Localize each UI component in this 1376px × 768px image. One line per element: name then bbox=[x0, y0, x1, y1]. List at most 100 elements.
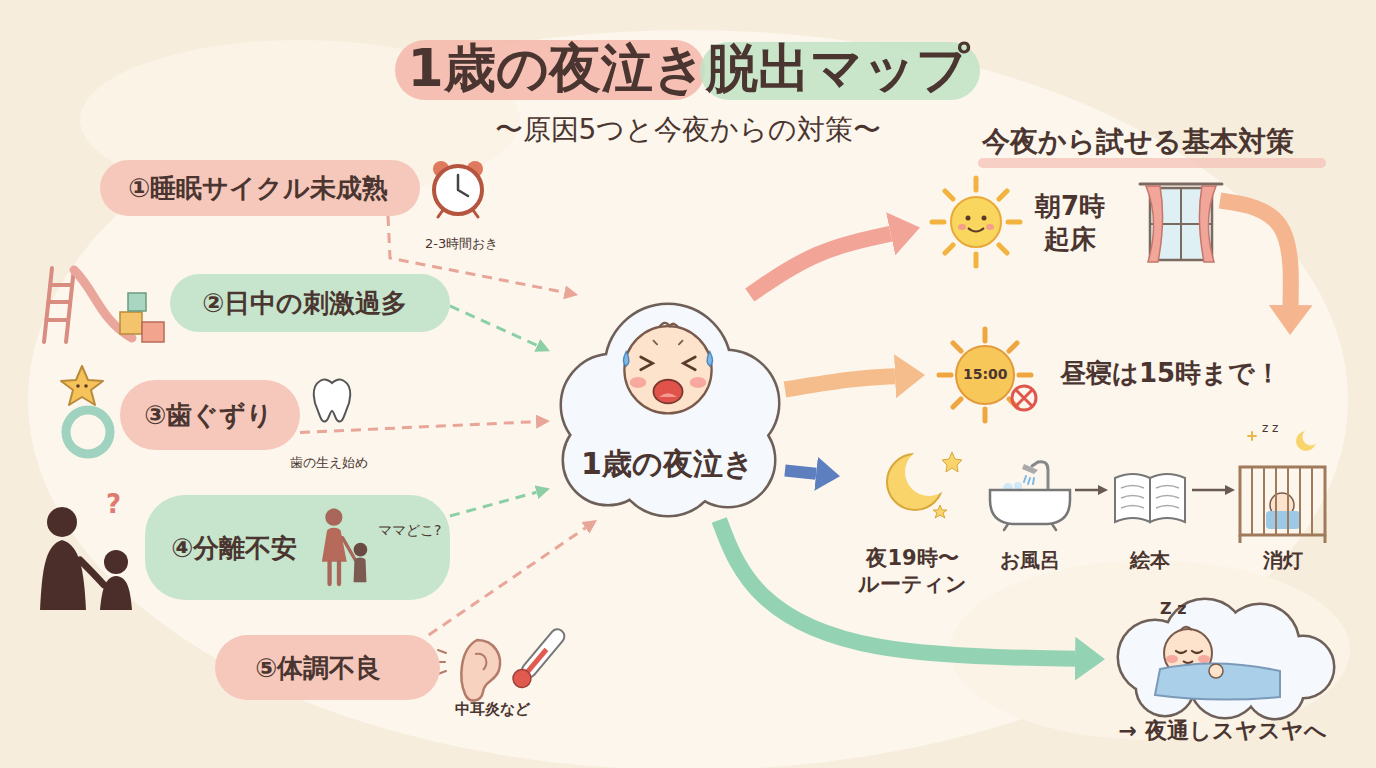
crib-icon bbox=[1240, 467, 1325, 535]
heading-underline bbox=[978, 158, 1326, 168]
playground-icon bbox=[44, 268, 74, 342]
tooth-icon bbox=[314, 380, 351, 422]
morning-sun-icon bbox=[958, 224, 966, 230]
morning-sun-icon bbox=[982, 216, 987, 221]
book-icon bbox=[1121, 486, 1179, 509]
node-figure bbox=[322, 509, 367, 584]
bath-icon bbox=[990, 462, 1070, 530]
action-arrow bbox=[785, 376, 895, 389]
node-text: 絵本 bbox=[1108, 548, 1192, 573]
alarm-clock-icon bbox=[458, 175, 468, 196]
node-text: ②日中の刺激過多 bbox=[202, 287, 407, 320]
silhouette-figure bbox=[47, 507, 77, 537]
flow-arrow bbox=[1220, 201, 1291, 306]
node-text: 朝7時 起床 bbox=[1028, 190, 1112, 255]
thermometer-icon bbox=[509, 666, 534, 691]
main-title: 1歳の夜泣き脱出マップ bbox=[0, 36, 1376, 101]
routine-item: お風呂 bbox=[985, 450, 1075, 578]
alarm-clock-icon bbox=[434, 166, 482, 214]
note: 中耳炎など bbox=[455, 700, 530, 719]
node-text: 1歳の夜泣き bbox=[550, 445, 785, 483]
playground-icon bbox=[44, 268, 164, 342]
small-moon bbox=[1303, 429, 1320, 446]
cause-arrow bbox=[429, 528, 586, 635]
node-figure bbox=[623, 323, 712, 414]
cause-arrow bbox=[450, 306, 537, 346]
goal-arrow bbox=[719, 520, 1075, 659]
book-icon bbox=[1150, 474, 1185, 522]
cause-pill: ②日中の刺激過多 bbox=[170, 274, 450, 332]
section-heading: 今夜から試せる基本対策 bbox=[982, 124, 1294, 159]
bath-icon bbox=[990, 490, 1070, 524]
morning-sun-icon bbox=[951, 197, 1001, 247]
playground-icon bbox=[120, 312, 142, 334]
routine-item: 絵本 bbox=[1108, 450, 1192, 578]
crib-icon bbox=[1240, 467, 1325, 543]
step-arrow bbox=[1192, 489, 1225, 492]
alarm-clock-icon bbox=[433, 161, 483, 217]
crib-icon bbox=[1266, 511, 1300, 529]
morning-sun-icon bbox=[932, 178, 1020, 266]
node-figure bbox=[1155, 627, 1280, 700]
morning-sun-icon bbox=[966, 216, 971, 221]
bath-icon bbox=[1032, 462, 1048, 490]
morning-step: 朝7時 起床 bbox=[920, 178, 1220, 268]
routine-item: 消灯 bbox=[1235, 435, 1330, 578]
morning-sun-icon bbox=[986, 224, 994, 230]
cause-pill: ⑤体調不良 bbox=[215, 635, 440, 700]
node-text: お風呂 bbox=[985, 548, 1075, 573]
moon-icon bbox=[887, 448, 962, 518]
node-text: → 夜通しスヤスヤへ bbox=[1105, 717, 1340, 745]
window-icon bbox=[1199, 186, 1216, 262]
sleep-mark: Z z bbox=[1160, 599, 1186, 619]
node-text: 15:00 bbox=[963, 366, 1007, 384]
no-symbol bbox=[1016, 390, 1032, 406]
cause-pill: ④分離不安 bbox=[145, 495, 450, 600]
bath-icon bbox=[1004, 524, 1056, 530]
cause-arrow bbox=[300, 422, 536, 433]
moon-icon bbox=[942, 452, 962, 472]
no-symbol bbox=[1012, 386, 1036, 410]
silhouette-figure bbox=[80, 560, 104, 585]
cause-pill: ③歯ぐずり bbox=[120, 380, 300, 450]
moon-icon bbox=[933, 505, 947, 518]
silhouette-figure bbox=[40, 540, 86, 610]
window-icon bbox=[1140, 183, 1222, 186]
node-text: 昼寝は15時まで！ bbox=[1060, 357, 1281, 390]
center-cloud: 1歳の夜泣き bbox=[550, 295, 785, 520]
small-moon bbox=[1248, 432, 1256, 440]
teether-icon bbox=[66, 410, 110, 454]
note: 歯の生え始め bbox=[290, 455, 368, 471]
node-text: 消灯 bbox=[1235, 548, 1330, 573]
ear-icon bbox=[461, 640, 500, 701]
ear-icon bbox=[475, 654, 486, 670]
small-moon bbox=[1248, 429, 1320, 452]
teether-icon bbox=[76, 384, 80, 388]
nap-sun-icon bbox=[956, 346, 1014, 404]
speech-note: ママどこ? bbox=[378, 522, 441, 540]
playground-icon bbox=[128, 293, 146, 311]
teether-icon bbox=[84, 384, 88, 388]
book-icon bbox=[1115, 474, 1185, 522]
node-text: ①睡眠サイクル未成熟 bbox=[128, 172, 388, 205]
thermometer-icon bbox=[509, 625, 568, 691]
crib-icon bbox=[1252, 467, 1312, 535]
window-icon bbox=[1140, 184, 1222, 262]
node-text: 夜19時〜 ルーティン bbox=[840, 545, 985, 598]
node-text: ③歯ぐずり bbox=[144, 399, 273, 432]
cause-arrow bbox=[450, 492, 537, 516]
action-arrow bbox=[785, 471, 816, 474]
bath-icon bbox=[1022, 464, 1038, 474]
step-arrow bbox=[1075, 489, 1098, 492]
no-symbol bbox=[1012, 386, 1036, 410]
playground-icon bbox=[142, 322, 164, 342]
silhouette-figure bbox=[104, 550, 128, 574]
heading-underline bbox=[978, 158, 1326, 168]
tooth-icon bbox=[314, 380, 351, 422]
question-mark: ? bbox=[106, 488, 121, 521]
goal-cloud: → 夜通しスヤスヤへ bbox=[1105, 595, 1340, 748]
silhouette-figure bbox=[100, 576, 132, 610]
book-icon bbox=[1115, 474, 1150, 522]
morning-sun-icon bbox=[968, 228, 984, 232]
